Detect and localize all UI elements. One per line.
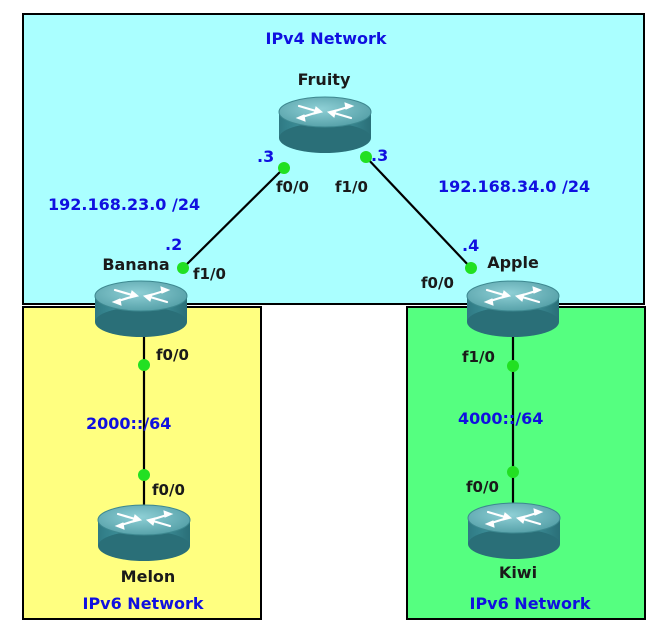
router-name-banana: Banana [102, 255, 169, 274]
ip-banana-f1-0: .2 [165, 235, 182, 254]
port-label-apple-f0-0: f0/0 [421, 274, 454, 292]
router-icon [93, 279, 189, 339]
ipv4-zone-label: IPv4 Network [265, 29, 386, 48]
link-fruity-apple [365, 156, 472, 269]
router-banana[interactable] [93, 279, 189, 339]
ipv6-left-zone [22, 306, 262, 620]
port-dot-fruity-f1-0 [360, 151, 372, 163]
network-label-left-ipv4: 192.168.23.0 /24 [48, 195, 200, 214]
router-name-kiwi: Kiwi [499, 563, 537, 582]
router-icon [277, 95, 373, 155]
router-melon[interactable] [96, 503, 192, 563]
ipv6-right-zone-label: IPv6 Network [469, 594, 590, 613]
link-fruity-banana [182, 167, 285, 269]
port-label-fruity-f0-0: f0/0 [276, 178, 309, 196]
router-icon [465, 279, 561, 339]
network-label-right-ipv6: 4000::/64 [458, 409, 543, 428]
port-dot-banana-f0-0 [138, 359, 150, 371]
port-label-fruity-f1-0: f1/0 [335, 178, 368, 196]
ip-fruity-f0-0: .3 [257, 147, 274, 166]
port-label-kiwi-f0-0: f0/0 [466, 478, 499, 496]
port-label-banana-f0-0: f0/0 [156, 346, 189, 364]
port-dot-apple-f0-0 [465, 262, 477, 274]
ipv6-left-zone-label: IPv6 Network [82, 594, 203, 613]
router-apple[interactable] [465, 279, 561, 339]
port-label-apple-f1-0: f1/0 [462, 348, 495, 366]
router-name-melon: Melon [121, 567, 176, 586]
port-dot-banana-f1-0 [177, 262, 189, 274]
port-dot-kiwi-f0-0 [507, 466, 519, 478]
router-icon [466, 501, 562, 561]
router-name-apple: Apple [487, 253, 539, 272]
port-label-melon-f0-0: f0/0 [152, 481, 185, 499]
network-label-left-ipv6: 2000::/64 [86, 414, 171, 433]
router-fruity[interactable] [277, 95, 373, 155]
router-name-fruity: Fruity [298, 70, 351, 89]
ip-apple-f0-0: .4 [462, 236, 479, 255]
router-kiwi[interactable] [466, 501, 562, 561]
ip-fruity-f1-0: .3 [371, 146, 388, 165]
ipv4-zone [22, 13, 645, 305]
router-icon [96, 503, 192, 563]
port-dot-melon-f0-0 [138, 469, 150, 481]
port-dot-apple-f1-0 [507, 360, 519, 372]
port-label-banana-f1-0: f1/0 [193, 265, 226, 283]
port-dot-fruity-f0-0 [278, 162, 290, 174]
network-label-right-ipv4: 192.168.34.0 /24 [438, 177, 590, 196]
